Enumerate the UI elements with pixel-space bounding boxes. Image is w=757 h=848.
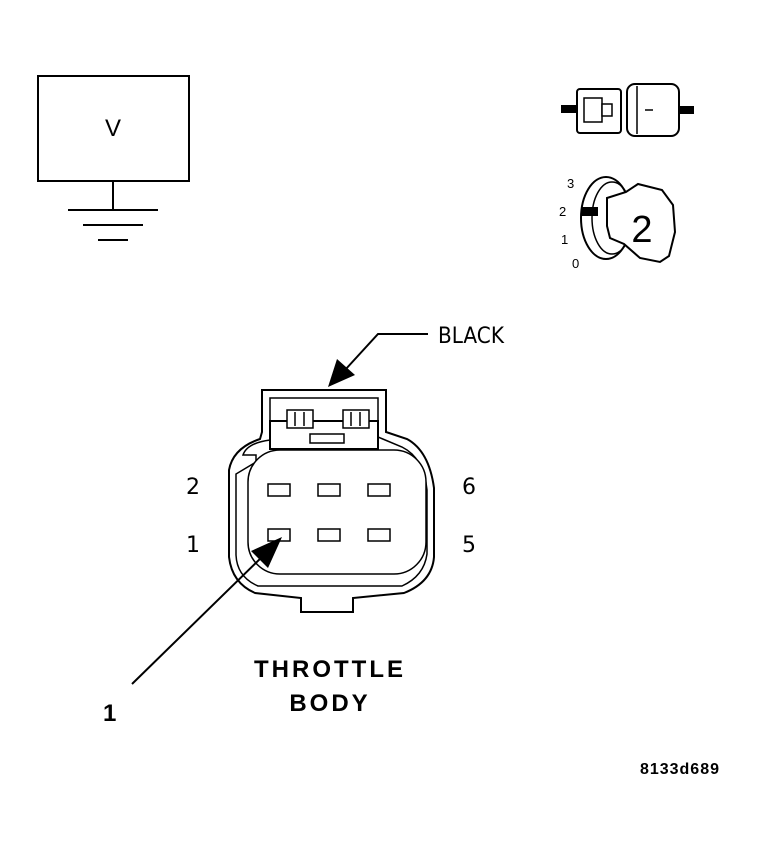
- pin-label-6: 6: [462, 475, 476, 500]
- ignition-selected-position: 2: [631, 209, 652, 251]
- figure-id: 8133d689: [640, 761, 720, 778]
- connector-color-label: BLACK: [438, 324, 505, 349]
- wire-stub-left: [561, 105, 579, 113]
- terminal-3: [317, 528, 341, 542]
- callout-number: 1: [103, 700, 116, 727]
- lock-latch-right: [342, 409, 370, 429]
- callout-leader-line: [131, 552, 267, 685]
- terminal-6: [367, 483, 391, 497]
- wire-stub-right: [679, 106, 694, 114]
- lock-window: [309, 433, 345, 444]
- ignition-position-0: 0: [572, 256, 579, 271]
- ignition-key-head: [606, 182, 677, 264]
- terminal-2: [267, 483, 291, 497]
- pin-label-2: 2: [186, 475, 200, 500]
- terminal-callout: 1: [103, 537, 282, 727]
- ignition-pointer: [582, 207, 598, 216]
- connector-name-line2: BODY: [289, 690, 370, 717]
- color-callout: BLACK: [328, 324, 505, 387]
- connector-name-line1: THROTTLE: [254, 656, 406, 683]
- terminal-5: [367, 528, 391, 542]
- disconnect-connector-icon: [561, 83, 694, 137]
- color-leader-line: [344, 333, 428, 371]
- color-leader-arrowhead: [328, 359, 355, 387]
- ignition-position-2: 2: [559, 204, 566, 219]
- male-terminal: [583, 97, 603, 123]
- throttle-body-connector: [228, 389, 435, 613]
- ignition-position-3: 3: [567, 176, 574, 191]
- ignition-key-icon: 3 2 1 0 2: [559, 176, 677, 271]
- connector-lock-tab: [269, 420, 379, 450]
- callout-arrowhead: [251, 537, 282, 568]
- pin-label-5: 5: [462, 533, 476, 558]
- lock-latch-left: [286, 409, 314, 429]
- terminal-cavity-area: [247, 449, 427, 575]
- pin-label-1: 1: [186, 533, 200, 558]
- male-latch: [601, 103, 613, 117]
- voltmeter-symbol: V: [37, 75, 190, 241]
- ignition-position-1: 1: [561, 232, 568, 247]
- terminal-4: [317, 483, 341, 497]
- voltmeter-label: V: [105, 115, 121, 142]
